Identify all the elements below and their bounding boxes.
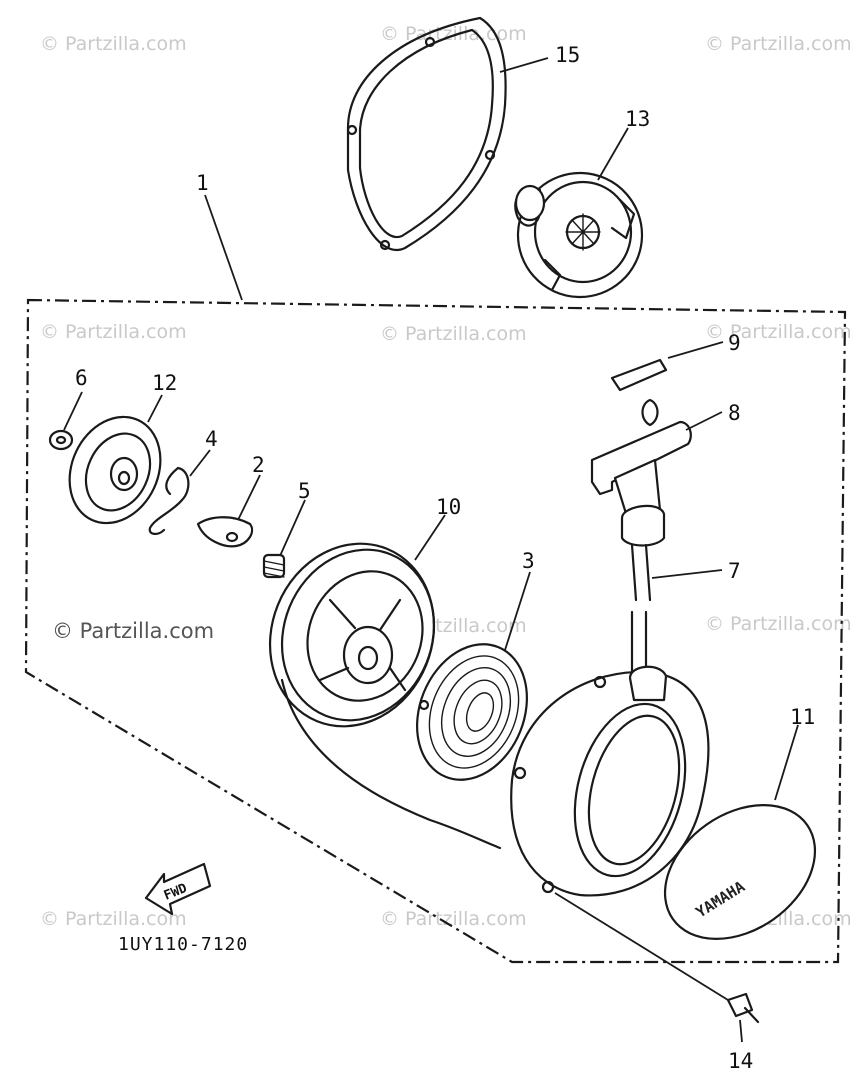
watermark: © Partzilla.com — [40, 321, 187, 343]
part-13-drive-pulley — [514, 171, 644, 299]
part-5-spring — [262, 553, 286, 579]
part-11-emblem-cover: YAMAHA — [663, 804, 817, 940]
fwd-arrow: FWD — [144, 862, 212, 916]
part-3-recoil-spring — [416, 643, 528, 781]
part-10-rope-reel — [268, 542, 502, 850]
part-6-nut — [48, 429, 74, 451]
callout-6: 6 — [75, 366, 88, 390]
part-15-gasket — [346, 16, 507, 251]
diagram-code: 1UY110-7120 — [118, 934, 248, 955]
callout-2: 2 — [252, 453, 265, 477]
callout-15: 15 — [555, 43, 580, 67]
callout-5: 5 — [298, 479, 311, 503]
part-4-spring-clip — [148, 466, 190, 535]
leader-lines — [63, 57, 799, 1043]
watermark: © Partzilla.com — [40, 33, 187, 55]
callout-10: 10 — [436, 495, 461, 519]
watermark: © Partzilla.com — [705, 33, 852, 55]
callout-7: 7 — [728, 559, 741, 583]
watermark: © Partzilla.com — [40, 908, 187, 930]
assembly-boundary — [24, 298, 847, 964]
watermark: © Partzilla.com — [380, 908, 527, 930]
starter-case — [510, 665, 710, 897]
callout-13: 13 — [625, 107, 650, 131]
callout-3: 3 — [522, 549, 535, 573]
part-7-rope — [630, 543, 652, 680]
callout-8: 8 — [728, 401, 741, 425]
part-8-starter-handle — [590, 398, 692, 547]
callout-14: 14 — [728, 1049, 753, 1073]
callout-1: 1 — [196, 171, 209, 195]
callout-4: 4 — [205, 427, 218, 451]
watermark-layer: © Partzilla.com © Partzilla.com © Partzi… — [40, 23, 852, 930]
part-12-friction-plate — [68, 415, 162, 525]
watermark: © Partzilla.com — [705, 321, 852, 343]
callout-12: 12 — [152, 371, 177, 395]
part-9-cap — [610, 358, 668, 392]
watermark: © Partzilla.com — [705, 613, 852, 635]
callout-labels: 15 13 1 6 12 4 2 5 10 3 9 8 7 11 14 — [75, 43, 815, 1073]
watermark: © Partzilla.com — [380, 323, 527, 345]
callout-11: 11 — [790, 705, 815, 729]
part-14-bolt — [726, 992, 760, 1024]
watermark: © Partzilla.com — [380, 23, 527, 45]
callout-9: 9 — [728, 331, 741, 355]
part-2-pawl — [196, 516, 254, 548]
watermark-prominent: © Partzilla.com — [52, 619, 214, 643]
